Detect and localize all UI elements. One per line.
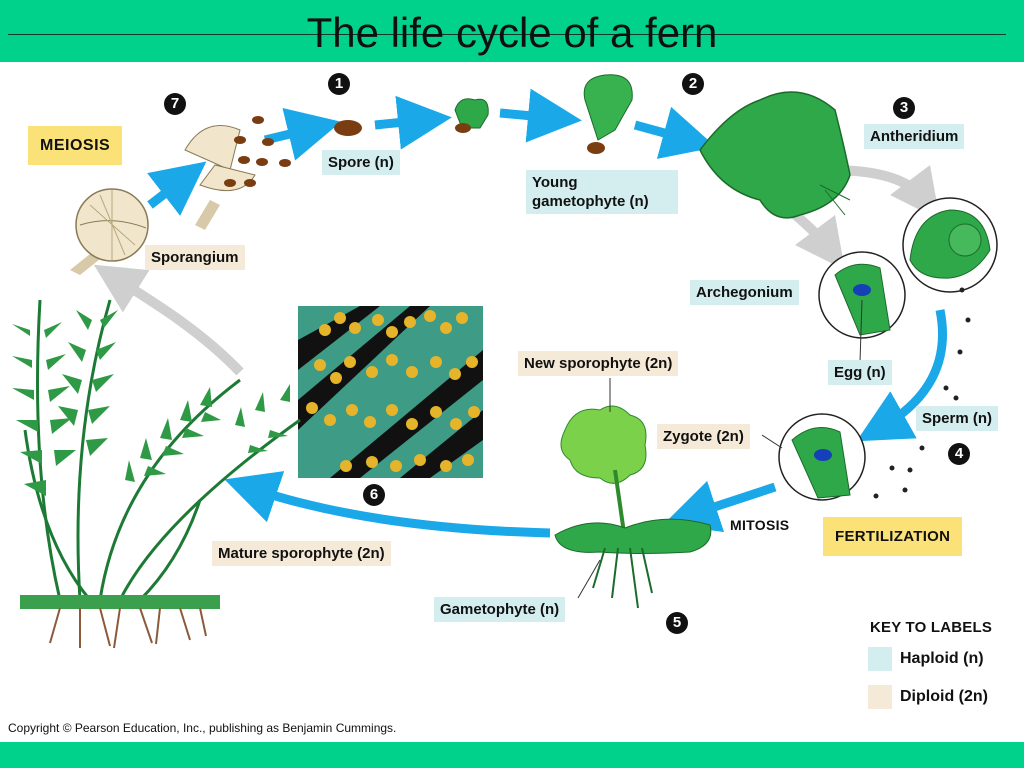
label-zygote: Zygote (2n) (657, 424, 750, 449)
new-sporophyte-drawing (554, 405, 712, 609)
key-diploid-label: Diploid (2n) (900, 688, 988, 705)
label-archegonium: Archegonium (690, 280, 799, 305)
step-5-marker: 5 (666, 612, 688, 634)
sperm-cells (873, 287, 971, 499)
step-7-marker: 7 (164, 93, 186, 115)
step-3-marker: 3 (893, 97, 915, 119)
label-antheridium: Antheridium (864, 124, 965, 149)
label-sperm: Sperm (n) (916, 406, 999, 431)
label-mitosis: Mitosis (730, 517, 790, 533)
label-sporangium: Sporangium (145, 245, 245, 270)
cycle-arrows (147, 88, 947, 538)
label-egg: Egg (n) (828, 360, 892, 385)
step-6-marker: 6 (363, 484, 385, 506)
archegonium-closeup (818, 251, 906, 339)
key-swatch-haploid (868, 647, 892, 671)
fertilization-closeup (778, 413, 866, 501)
step-4-marker: 4 (948, 443, 970, 465)
key-haploid-label: Haploid (n) (900, 650, 984, 667)
key-swatch-diploid (868, 685, 892, 709)
copyright-notice: Copyright © Pearson Education, Inc., pub… (8, 721, 397, 735)
title-rule (8, 34, 1006, 35)
step-1-marker: 1 (328, 73, 350, 95)
spore-drawing (334, 120, 362, 136)
bottom-strip (0, 742, 1024, 768)
step-2-marker: 2 (682, 73, 704, 95)
label-gametophyte: Gametophyte (n) (434, 597, 566, 622)
label-fertilization: Fertilization (823, 517, 963, 556)
ground (20, 595, 220, 609)
antheridium-closeup (902, 197, 998, 293)
fern-roots (49, 607, 207, 649)
label-new-sporophyte: New sporophyte (2n) (518, 351, 679, 376)
label-spore: Spore (n) (322, 150, 400, 175)
mature-gametophyte-drawing (699, 91, 851, 219)
key-title: Key to labels (870, 619, 993, 636)
label-meiosis: Meiosis (28, 126, 123, 165)
sporangium-drawing (70, 188, 149, 275)
young-gametophyte-small-drawing (454, 98, 489, 133)
label-young-gametophyte: Young gametophyte (n) (526, 170, 678, 214)
label-mature-sporophyte: Mature sporophyte (2n) (212, 541, 391, 566)
fern-leaflets (12, 310, 290, 496)
open-sporangium-drawing (184, 125, 256, 230)
slide-title: The life cycle of a fern (306, 9, 718, 56)
sori-photo (298, 306, 483, 478)
title-bar (0, 0, 1024, 62)
released-spores (224, 116, 291, 187)
leader-lines (577, 299, 863, 599)
young-gametophyte-drawing (583, 74, 633, 154)
